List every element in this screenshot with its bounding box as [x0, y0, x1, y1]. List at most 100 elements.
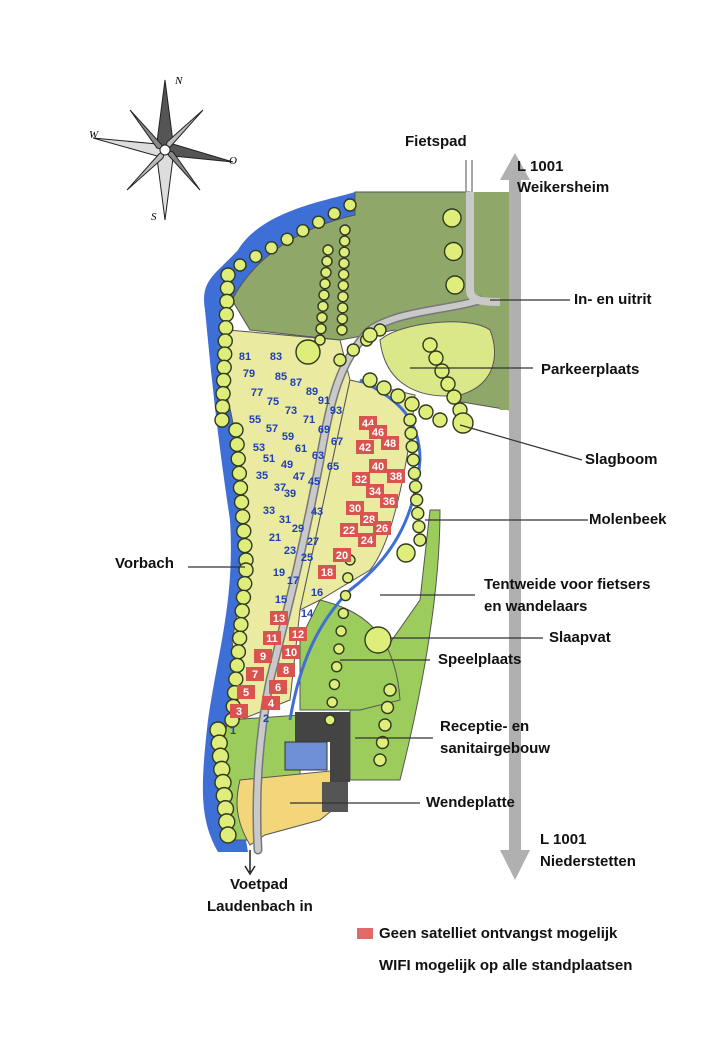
- main-road-arrow-icon: [500, 153, 530, 880]
- pitch-no-satellite-marker: [270, 611, 288, 625]
- tree: [337, 607, 350, 620]
- tree: [217, 346, 233, 362]
- tree: [216, 359, 232, 375]
- tree: [408, 479, 423, 494]
- label-footpath-1: Voetpad: [230, 876, 289, 893]
- pitch-number: 35: [256, 470, 268, 482]
- tree: [336, 313, 349, 325]
- label-road-north-1: L 1001: [517, 158, 564, 175]
- pitch-number: 1: [230, 725, 236, 737]
- tree: [373, 753, 387, 767]
- tree: [409, 493, 424, 507]
- leader-lines: [188, 299, 588, 804]
- pitch-number: 75: [267, 396, 279, 408]
- pitch-number: 57: [266, 423, 278, 435]
- label-entrance: In- en uitrit: [574, 291, 652, 308]
- tree: [442, 208, 462, 228]
- tree: [338, 257, 350, 270]
- pitch-no-satellite-marker: [269, 680, 287, 694]
- pitch-number: 38: [390, 471, 402, 483]
- tree: [326, 696, 338, 708]
- pitch-number: 10: [285, 647, 297, 659]
- sanitary-building: [284, 741, 328, 771]
- pitch-no-satellite-marker: [318, 565, 336, 579]
- legend-wifi: WIFI mogelijk op alle standplaatsen: [379, 957, 633, 974]
- tree: [317, 300, 329, 312]
- tree: [333, 643, 345, 655]
- pitch-no-satellite-marker: [356, 440, 374, 454]
- pitch-number: 31: [279, 514, 291, 526]
- pitch-no-satellite-marker: [346, 501, 364, 515]
- tree: [362, 372, 378, 388]
- pitch-number: 69: [318, 424, 330, 436]
- pitch-number: 23: [284, 545, 296, 557]
- tree: [337, 279, 350, 292]
- pitch-number: 77: [251, 387, 263, 399]
- tree: [335, 625, 347, 637]
- pitch-number: 14: [301, 608, 314, 620]
- pitch-number: 34: [369, 486, 382, 498]
- pitch-number: 30: [349, 503, 361, 515]
- label-vorbach: Vorbach: [115, 555, 174, 572]
- pitch-no-satellite-marker: [262, 696, 280, 710]
- pitch-number: 53: [253, 442, 265, 454]
- pitch-number: 79: [243, 368, 255, 380]
- tree: [403, 413, 417, 427]
- tree: [218, 320, 234, 336]
- pitch-number: 73: [285, 405, 297, 417]
- pitch-number: 36: [383, 496, 395, 508]
- label-sleeping-barrel: Slaapvat: [549, 629, 611, 646]
- tree: [214, 412, 230, 428]
- label-reception-1: Receptie- en: [440, 718, 530, 735]
- tree: [413, 533, 427, 547]
- tree: [434, 363, 450, 379]
- pitch-no-satellite-marker: [373, 521, 391, 535]
- pitch-number: 93: [330, 405, 342, 417]
- tree: [346, 343, 361, 357]
- pitch-no-satellite-marker: [246, 667, 264, 681]
- tree: [418, 404, 434, 420]
- label-tent-field-1: Tentweide voor fietsers: [484, 576, 651, 593]
- tree: [215, 385, 231, 402]
- tree: [296, 224, 310, 238]
- tree: [328, 678, 341, 691]
- pitch-number: 2: [263, 713, 269, 725]
- tree: [339, 224, 351, 236]
- pitch-no-satellite-marker: [282, 645, 300, 659]
- tree: [233, 616, 249, 633]
- compass-o: O: [229, 155, 237, 167]
- legend-swatch-no-satellite: [357, 928, 373, 939]
- tree: [320, 266, 332, 279]
- pitch-number: 83: [270, 351, 282, 363]
- tree: [432, 412, 448, 428]
- tree: [229, 436, 245, 453]
- pitch-number: 8: [283, 665, 289, 677]
- pitch-no-satellite-marker: [380, 494, 398, 508]
- pitch-no-satellite-marker: [289, 627, 307, 641]
- pitch-number: 55: [249, 414, 261, 426]
- pitch-number: 67: [331, 436, 343, 448]
- pitch-no-satellite-marker: [237, 685, 255, 699]
- tree: [412, 519, 426, 534]
- pitch-no-satellite-marker: [358, 533, 376, 547]
- pitch-number: 29: [292, 523, 304, 535]
- label-road-north-2: Weikersheim: [517, 179, 610, 196]
- tree: [322, 244, 334, 256]
- pitch-no-satellite-marker: [366, 484, 384, 498]
- pitch-number: 42: [359, 442, 371, 454]
- tree: [219, 826, 237, 844]
- entrance-road: [466, 192, 501, 306]
- pitch-number: 19: [273, 567, 285, 579]
- pitch-number: 65: [327, 461, 339, 473]
- pitch-number: 21: [269, 532, 281, 544]
- tree: [342, 572, 354, 584]
- tree: [443, 241, 464, 262]
- pitch-no-satellite-marker: [254, 649, 272, 663]
- turning-area: [236, 769, 346, 846]
- pitch-no-satellite-marker: [277, 663, 295, 677]
- tree: [315, 323, 327, 335]
- pitch-number: 40: [372, 461, 384, 473]
- label-fietspad: Fietspad: [405, 133, 467, 150]
